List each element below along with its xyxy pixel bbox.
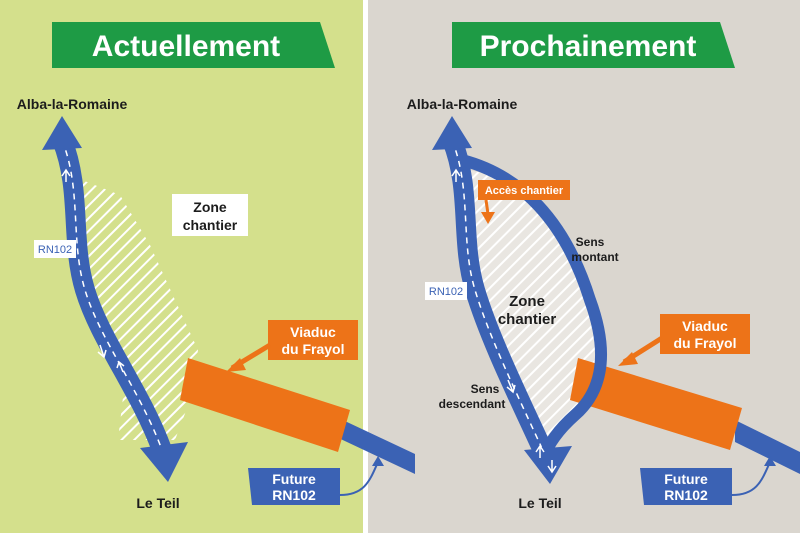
right-future-road xyxy=(735,420,800,474)
left-zone-label-box xyxy=(172,194,248,236)
left-viaduct-label-line2: du Frayol xyxy=(281,341,344,357)
right-direction-arrow-2 xyxy=(506,379,516,394)
right-direction-arrow-4 xyxy=(547,460,557,474)
right-access-pointer-head xyxy=(481,212,495,224)
right-future-label-box xyxy=(640,468,732,505)
panel-divider xyxy=(363,0,368,533)
right-access-pointer xyxy=(484,199,490,215)
right-direction-arrow-3 xyxy=(535,444,545,458)
left-road-arrow-bottom xyxy=(140,442,188,482)
right-future-pointer-head xyxy=(764,456,776,466)
right-access-label: Accès chantier xyxy=(485,185,564,197)
right-panel: Prochainement Alba-la-Romaine RN102 Accè… xyxy=(407,22,800,511)
right-zone-label-line2: chantier xyxy=(498,311,557,328)
right-road-label: RN102 xyxy=(429,286,463,298)
left-viaduct-pointer-head xyxy=(226,358,246,372)
right-down-direction-line2: descendant xyxy=(439,397,506,411)
left-viaduct-label-line1: Viaduc xyxy=(290,324,336,340)
right-future-label-line1: Future xyxy=(664,471,708,487)
right-title: Prochainement xyxy=(480,30,697,63)
right-up-direction-line2: montant xyxy=(571,250,618,264)
left-city-top-label: Alba-la-Romaine xyxy=(17,96,128,112)
right-city-top-label: Alba-la-Romaine xyxy=(407,96,518,112)
right-road-west-centerline xyxy=(451,139,546,456)
left-zone-label-line2: chantier xyxy=(183,217,238,233)
right-zone-label-line1: Zone xyxy=(509,293,545,310)
left-road-label: RN102 xyxy=(38,244,72,256)
left-city-bottom-label: Le Teil xyxy=(136,495,179,511)
right-title-banner xyxy=(452,22,735,68)
left-future-label-box xyxy=(248,468,340,505)
right-viaduct xyxy=(570,358,742,450)
right-viaduct-label-line2: du Frayol xyxy=(673,335,736,351)
right-direction-arrow-1 xyxy=(451,168,461,182)
left-road-centerline xyxy=(61,139,163,451)
left-road-arrow-top xyxy=(42,116,82,150)
left-future-label-line2: RN102 xyxy=(272,487,316,503)
left-direction-arrow-3 xyxy=(116,360,125,373)
right-future-label-line2: RN102 xyxy=(664,487,708,503)
left-direction-arrow-1 xyxy=(61,168,71,182)
right-viaduct-pointer-head xyxy=(618,352,638,366)
right-road-arrow-bottom xyxy=(524,446,572,484)
right-access-label-box xyxy=(478,180,570,200)
left-future-pointer-head xyxy=(372,456,384,466)
right-up-direction-line1: Sens xyxy=(576,235,605,249)
right-viaduct-label-line1: Viaduc xyxy=(682,318,728,334)
left-title-banner xyxy=(52,22,335,68)
left-viaduct-label-box xyxy=(268,320,358,360)
left-future-label-line1: Future xyxy=(272,471,316,487)
left-road-label-badge xyxy=(34,240,76,258)
right-construction-zone xyxy=(467,170,600,448)
right-future-pointer xyxy=(731,461,771,496)
left-panel: Actuellement Alba-la-Romaine RN102 Zone … xyxy=(17,22,415,511)
left-construction-zone xyxy=(82,180,198,440)
left-title: Actuellement xyxy=(92,30,280,63)
right-road-label-badge xyxy=(425,282,467,300)
left-direction-arrow-2 xyxy=(97,344,107,359)
right-road-arrow-top xyxy=(432,116,472,150)
left-zone-label-line1: Zone xyxy=(193,199,227,215)
right-down-direction-line1: Sens xyxy=(471,382,500,396)
left-future-road xyxy=(330,414,415,474)
right-city-bottom-label: Le Teil xyxy=(518,495,561,511)
left-viaduct xyxy=(180,358,350,452)
left-future-pointer xyxy=(339,461,379,496)
right-viaduct-label-box xyxy=(660,314,750,354)
left-panel-background xyxy=(0,0,366,533)
